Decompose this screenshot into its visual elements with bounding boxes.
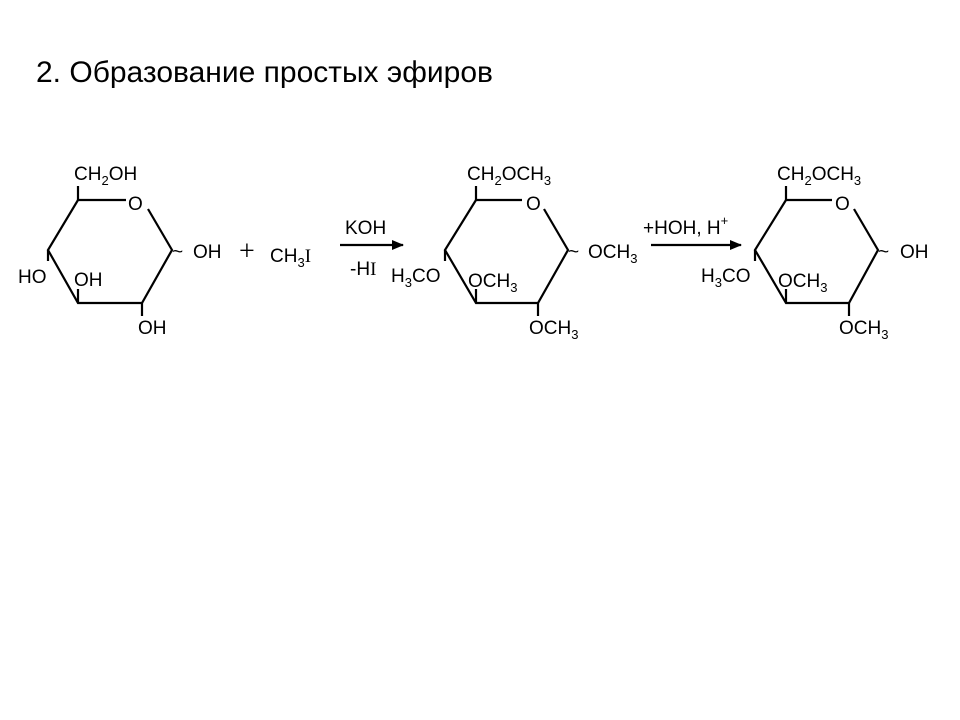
c1-group-label: OH [900,242,929,263]
slide-title: 2. Образование простых эфиров [36,56,493,89]
methyl-iodide-label: CH3I [270,246,311,270]
arrow-1-byproduct-label: -HI [350,259,376,280]
c4-group-label: H3CO [701,266,750,290]
reactant-glucose: ~ CH2OH O OH HO OH OH [18,164,222,339]
c1-group-label: OCH3 [588,242,637,266]
ring-oxygen-label: O [835,194,850,215]
plus-sign: + [239,236,255,267]
arrow-1-reagent-label: KOH [345,218,386,239]
c6-group-label: CH2OH [74,164,137,188]
c3-group-label: OCH3 [468,271,517,295]
c2-group-label: OCH3 [839,318,888,342]
anomeric-wavy-bond: ~ [878,242,889,263]
c6-group-label: CH2OCH3 [777,164,861,188]
product-pentamethyl-glucoside: ~ CH2OCH3 O OCH3 H3CO OCH3 OCH3 [391,164,637,342]
reaction-arrow-1: KOH -HI [340,218,404,280]
pyranose-ring [46,198,174,305]
c2-group-label: OCH3 [529,318,578,342]
c2-group-label: OH [138,318,167,339]
c3-group-label: OH [74,270,103,291]
arrow-2-reagent-label: +HOH, H+ [643,213,728,239]
anomeric-wavy-bond: ~ [172,242,183,263]
c4-group-label: HO [18,267,47,288]
c6-group-label: CH2OCH3 [467,164,551,188]
reaction-arrow-2: +HOH, H+ [643,213,742,250]
ring-oxygen-label: O [526,194,541,215]
ring-oxygen-label: O [128,194,143,215]
anomeric-wavy-bond: ~ [568,242,579,263]
c3-group-label: OCH3 [778,271,827,295]
c1-group-label: OH [193,242,222,263]
c4-group-label: H3CO [391,266,440,290]
product-tetramethyl-glucose: ~ CH2OCH3 O OH H3CO OCH3 OCH3 [701,164,929,342]
